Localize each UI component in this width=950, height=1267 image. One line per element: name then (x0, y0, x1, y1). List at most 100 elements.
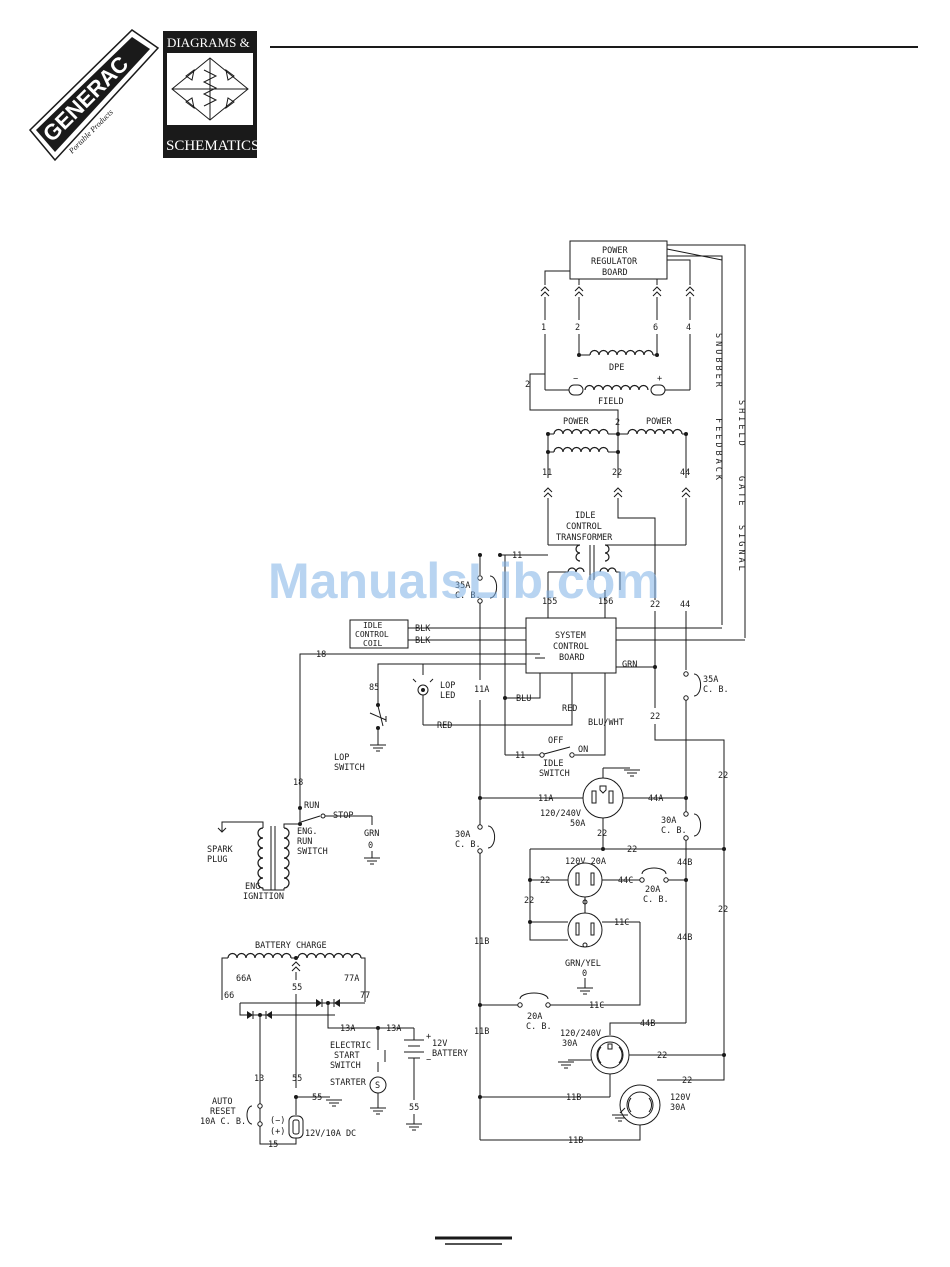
cb-20a-bottom-1: 20A (527, 1012, 542, 1022)
lop-switch: LOP SWITCH (334, 703, 387, 773)
wire-label-15: 15 (268, 1140, 278, 1150)
wire-label-22-mid: 22 (650, 600, 660, 610)
recept-50a-line2: 50A (570, 819, 585, 829)
run-label: RUN (304, 801, 319, 811)
wire-label-22-top: 22 (612, 468, 622, 478)
recept-120v-30a-line1: 120V (670, 1093, 690, 1103)
ess-line3: SWITCH (330, 1061, 361, 1071)
field-minus: − (573, 374, 578, 384)
receptacle-120v-20a: 120V 20A (565, 857, 606, 905)
wire-label-22-loop: 22 (524, 896, 534, 906)
wire-label-blu: BLU (516, 694, 531, 704)
wire-label-11-idle: 11 (512, 551, 522, 561)
wire-label-22-30a-b: 22 (682, 1076, 692, 1086)
prb-line1: POWER (602, 246, 628, 256)
wire-label-44b-2: 44B (677, 933, 692, 943)
wire-label-4: 4 (686, 323, 691, 333)
scb-line3: BOARD (559, 653, 585, 663)
battery-minus: − (426, 1055, 431, 1065)
wire-label-22-hline: 22 (627, 845, 637, 855)
wire-label-13a-2: 13A (386, 1024, 401, 1034)
recept-30a-line1: 120/240V (560, 1029, 601, 1039)
wire-label-44a: 44A (648, 794, 663, 804)
wire-label-11-top: 11 (542, 468, 552, 478)
auto-reset-line1: AUTO (212, 1097, 232, 1107)
idle-switch-off: OFF (548, 736, 563, 746)
eng-run-switch: RUN STOP GRN 0 ENG. RUN SWITCH (297, 801, 381, 865)
wire-label-44b-3: 44B (640, 1019, 655, 1029)
starter-symbol: S (375, 1081, 380, 1091)
dpe-winding: DPE (577, 349, 659, 373)
cb-35a-right: 35A C. B. (683, 671, 729, 701)
feedback-text: FEEDBACK (713, 418, 723, 483)
wire-label-blk1: BLK (415, 624, 431, 634)
wire-label-11-idlesw: 11 (515, 751, 525, 761)
idle-switch: 11 OFF ON IDLE SWITCH (505, 736, 588, 779)
cb-35a-right-1: 35A (703, 675, 718, 685)
wire-label-1: 1 (541, 323, 546, 333)
battery-line1: 12V (432, 1039, 447, 1049)
ict-line2: CONTROL (566, 522, 602, 532)
wire-label-156: 156 (598, 597, 613, 607)
icc-line1: IDLE (363, 621, 382, 630)
lop-switch-line2: SWITCH (334, 763, 365, 773)
wire-label-66a: 66A (236, 974, 251, 984)
idle-switch-line2: SWITCH (539, 769, 570, 779)
wire-label-155: 155 (542, 597, 557, 607)
wire-label-22-recept50: 22 (597, 829, 607, 839)
wire-label-77: 77 (360, 991, 370, 1001)
shield-text: SHIELD (736, 400, 746, 449)
battery-charge-winding: BATTERY CHARGE 66A 55 77A 66 77 (221, 941, 370, 1088)
gate-text: GATE (736, 476, 746, 508)
wire-label-55-b: 55 (292, 1074, 302, 1084)
lop-led-line2: LED (440, 691, 455, 701)
wire-label-44-top: 44 (680, 468, 690, 478)
cb-30a-right-1: 30A (661, 816, 676, 826)
wire-label-6: 6 (653, 323, 658, 333)
starter-label: STARTER (330, 1078, 367, 1088)
snubber-text: SNUBBER (713, 333, 723, 390)
wire-label-44-mid: 44 (680, 600, 690, 610)
system-control-board: SYSTEM CONTROL BOARD (525, 617, 617, 674)
wire-label-11b-1: 11B (474, 937, 489, 947)
auto-reset-line3: 10A C. B. (200, 1117, 246, 1127)
wire-label-grn-zero: 0 (368, 841, 373, 851)
wire-label-2c: 2 (615, 418, 620, 428)
lop-led: LOP LED (412, 678, 455, 725)
cb-35a-left-1: 35A (455, 581, 470, 591)
diagrams-schematics-logo: DIAGRAMS & SCHEMATICS (163, 31, 259, 158)
eng-ignition: SPARK PLUG ENG. IGNITION (207, 821, 300, 902)
receptacle-grn-yel: GRN/YEL 0 (565, 912, 603, 995)
wire-label-11b-4: 11B (568, 1136, 583, 1146)
cb-35a-right-2: C. B. (703, 685, 729, 695)
wire-label-44c: 44C (618, 876, 633, 886)
snubber-feedback-label: SNUBBER FEEDBACK (713, 333, 723, 483)
prb-line2: REGULATOR (591, 257, 638, 267)
battery-plus: + (426, 1032, 431, 1042)
wire-label-55: 55 (292, 983, 302, 993)
auto-reset-cb: AUTO RESET 10A C. B. (200, 1097, 263, 1127)
watermark: ManualsLib.com (268, 553, 660, 609)
logo-title-top: DIAGRAMS & (167, 35, 250, 50)
wire-label-77a: 77A (344, 974, 359, 984)
generac-logo: GENERAC Portable Products (28, 29, 160, 162)
cb-30a-left-2: C. B. (455, 840, 481, 850)
signal-text: SIGNAL (736, 525, 746, 574)
icc-line3: COIL (363, 639, 382, 648)
wire-label-22-right1: 22 (650, 712, 660, 722)
wire-label-11b-2: 11B (474, 1027, 489, 1037)
wire-label-22-30a: 22 (657, 1051, 667, 1061)
wire-label-85: 85 (369, 683, 379, 693)
wire-label-grn-ign: GRN (364, 829, 379, 839)
cb-35a-left-2: C. B. (455, 591, 481, 601)
wire-label-55-c: 55 (312, 1093, 322, 1103)
wire-label-grn-scb: GRN (622, 660, 637, 670)
ict-line1: IDLE (575, 511, 595, 521)
wire-label-blk2: BLK (415, 636, 431, 646)
grn-yel-line1: GRN/YEL (565, 959, 601, 969)
dc-plus: (+) (270, 1127, 285, 1137)
wire-label-11c-1: 11C (614, 918, 629, 928)
cb-30a-right: 30A C. B. (661, 811, 702, 841)
lop-switch-line1: LOP (334, 753, 349, 763)
